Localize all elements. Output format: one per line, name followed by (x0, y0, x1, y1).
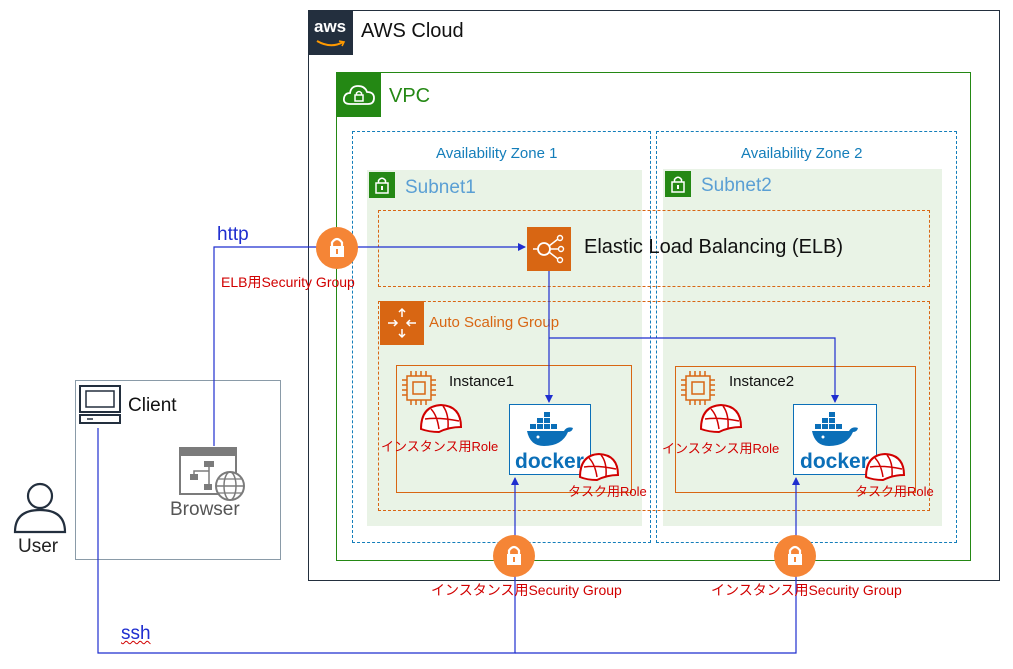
browser-label: Browser (170, 499, 240, 520)
lock-icon (507, 545, 521, 565)
elb-security-group-label: ELB用Security Group (221, 274, 355, 290)
aws-logo: aws (308, 10, 353, 55)
instance-security-group-1-label: インスタンス用Security Group (431, 582, 622, 598)
subnet-1-label: Subnet1 (405, 177, 476, 198)
instance-2-role-label: インスタンス用Role (662, 441, 780, 456)
ssh-connection-line-2 (515, 477, 800, 654)
instance-1-box (396, 365, 632, 493)
ssh-label: ssh (121, 623, 151, 644)
elb-icon (527, 227, 571, 271)
instance-role-helmet-icon (419, 403, 463, 434)
instance-1-task-role-label: タスク用Role (568, 484, 647, 499)
client-group (75, 380, 281, 560)
vpc-group (336, 72, 971, 561)
docker-text: docker (800, 450, 869, 473)
cloud-lock-icon (342, 85, 375, 105)
load-balancer-icon (533, 234, 565, 264)
vpc-icon-box (336, 72, 381, 117)
aws-cloud-group (308, 10, 1000, 581)
vpc-label: VPC (389, 85, 431, 107)
elb-label: Elastic Load Balancing (ELB) (584, 236, 844, 258)
subnet-2-label: Subnet2 (701, 175, 772, 196)
lock-icon (671, 176, 685, 193)
docker-container-1: docker (509, 404, 591, 475)
task-role-helmet-icon (864, 452, 906, 482)
lock-icon (375, 177, 389, 194)
instance-2-task-role-label: タスク用Role (855, 484, 934, 499)
subnet-2-icon (665, 171, 691, 197)
availability-zone-2-label: Availability Zone 2 (741, 145, 863, 162)
client-label: Client (128, 395, 177, 416)
client-computer-icon (79, 385, 121, 424)
chip-icon (681, 371, 715, 405)
instance-1-label: Instance1 (449, 373, 515, 390)
aws-smile-icon (316, 40, 346, 47)
elb-security-group-lock (316, 227, 358, 269)
http-label: http (217, 224, 249, 245)
chip-icon (402, 371, 436, 405)
task-role-helmet-icon (578, 452, 620, 482)
docker-whale-icon (527, 412, 573, 446)
user-icon (13, 482, 67, 534)
subnet-1-icon (369, 172, 395, 198)
ssh-connection-line (97, 428, 519, 654)
instance-role-helmet-icon (699, 403, 743, 434)
instance-security-group-2-label: インスタンス用Security Group (711, 582, 902, 598)
aws-cloud-label: AWS Cloud (361, 20, 464, 42)
elb-group (378, 210, 930, 287)
instance-1-role-label: インスタンス用Role (381, 439, 499, 454)
auto-scaling-icon-box (380, 301, 424, 345)
lock-icon (330, 237, 344, 257)
instance-security-group-2-lock (774, 535, 816, 577)
user-label: User (18, 536, 59, 557)
aws-logo-text: aws (314, 17, 347, 36)
docker-whale-icon (812, 412, 858, 446)
docker-container-2: docker (793, 404, 877, 475)
http-connection-line (213, 243, 526, 446)
auto-scaling-group (378, 301, 930, 511)
lock-icon (788, 545, 802, 565)
auto-scaling-label: Auto Scaling Group (429, 314, 560, 331)
instance-security-group-1-lock (493, 535, 535, 577)
availability-zone-1-label: Availability Zone 1 (436, 145, 558, 162)
elb-to-instance-2-line (549, 337, 839, 403)
auto-scaling-icon (388, 307, 416, 339)
docker-text: docker (515, 450, 584, 473)
instance-2-label: Instance2 (729, 373, 795, 390)
browser-icon (179, 447, 245, 501)
